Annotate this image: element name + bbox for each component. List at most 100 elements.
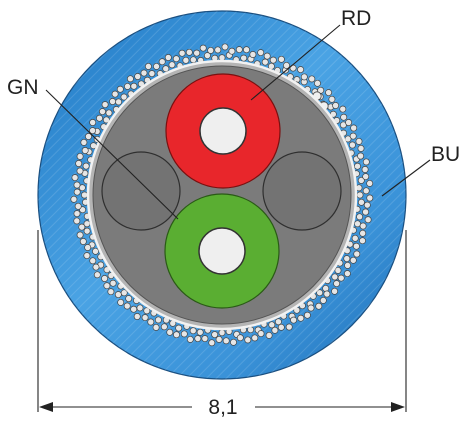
shield-wire xyxy=(357,144,365,152)
gn-leader-line xyxy=(45,89,179,220)
label-diameter: 8,1 xyxy=(208,396,237,419)
shield-wire xyxy=(269,56,277,64)
shield-wire xyxy=(116,85,124,93)
shield-wire xyxy=(308,75,316,83)
shield-wire xyxy=(147,318,155,326)
red-conductor-core xyxy=(199,107,247,155)
shield-wire xyxy=(120,93,128,101)
shield-wire xyxy=(79,238,87,245)
dimension-arrow-right xyxy=(391,402,405,412)
shield-wire xyxy=(362,208,370,216)
shield-wire xyxy=(364,216,372,224)
shield-wire xyxy=(194,335,202,343)
shield-wire xyxy=(214,46,222,54)
shield-wire xyxy=(344,261,352,269)
shield-wire xyxy=(325,89,333,97)
shield-wire xyxy=(73,210,81,218)
shield-wire xyxy=(349,256,357,264)
shield-wire xyxy=(323,290,331,298)
shield-wire xyxy=(211,331,219,339)
shield-wire xyxy=(359,222,367,230)
shield-wire xyxy=(215,335,223,343)
shield-wire xyxy=(168,61,176,69)
shield-wire xyxy=(257,330,265,338)
shield-wire xyxy=(126,75,134,83)
shield-wire xyxy=(101,101,109,109)
shield-wire xyxy=(339,105,347,113)
shield-wire xyxy=(366,194,374,202)
shield-wire xyxy=(235,46,243,54)
shield-wire xyxy=(334,266,342,274)
shield-wire xyxy=(85,133,92,140)
shield-wire xyxy=(143,307,151,315)
shield-wire xyxy=(73,217,81,225)
shield-wire xyxy=(345,119,353,126)
shield-wire xyxy=(240,54,248,62)
shield-wire xyxy=(80,138,88,146)
shield-wire xyxy=(221,43,229,51)
shield-wire xyxy=(140,69,148,77)
shield-wire xyxy=(243,46,250,54)
shield-wire xyxy=(101,275,109,282)
shield-wire xyxy=(81,147,89,154)
shield-wire xyxy=(228,47,236,55)
shield-wire xyxy=(222,337,230,345)
shield-wire xyxy=(274,318,282,326)
shield-wire xyxy=(303,311,311,319)
shield-wire xyxy=(249,51,257,58)
shield-wire xyxy=(362,187,370,195)
shield-wire xyxy=(199,44,207,52)
shield-wire xyxy=(99,108,106,116)
shield-wire xyxy=(236,334,244,342)
shield-wire xyxy=(315,302,323,310)
shield-wire xyxy=(277,55,285,63)
shield-wire xyxy=(261,58,269,66)
shield-wire xyxy=(178,49,186,57)
shield-wire xyxy=(182,56,190,64)
shield-wire xyxy=(363,201,371,209)
shield-wire xyxy=(186,335,194,343)
shield-wire xyxy=(160,323,168,331)
shield-wire xyxy=(125,295,133,303)
shield-wire xyxy=(175,324,183,332)
shield-wire xyxy=(356,191,364,199)
shield-wire xyxy=(136,304,144,312)
shield-wire xyxy=(96,114,103,122)
shield-wire xyxy=(74,202,82,210)
shield-wire xyxy=(333,280,341,288)
shield-wire xyxy=(357,176,365,184)
shield-wire xyxy=(218,329,226,337)
shield-wire xyxy=(124,82,131,90)
shield-wire xyxy=(354,162,361,170)
shield-wire xyxy=(76,231,84,239)
shield-wire xyxy=(189,327,197,335)
shield-wire xyxy=(201,335,209,343)
shield-wire xyxy=(70,195,78,203)
shield-wire xyxy=(92,263,100,271)
shield-wire xyxy=(349,132,357,140)
shield-wire xyxy=(73,181,81,189)
shield-wire xyxy=(285,323,293,331)
shield-wire xyxy=(71,174,79,182)
shield-wire xyxy=(89,119,97,126)
shield-wire xyxy=(102,116,110,124)
shield-wire xyxy=(343,255,351,263)
shield-wire xyxy=(207,46,215,54)
shield-wire xyxy=(193,49,201,57)
shield-wire xyxy=(166,328,174,336)
filler-left xyxy=(101,151,181,231)
shield-wire xyxy=(107,288,115,296)
rd-leader-line xyxy=(250,24,341,101)
shield-wire xyxy=(134,73,142,80)
shield-wire xyxy=(115,98,123,106)
shield-wire xyxy=(356,213,364,221)
shield-wire xyxy=(152,323,160,331)
shield-wire xyxy=(83,252,91,260)
shield-wire xyxy=(244,336,252,344)
shield-wire xyxy=(109,98,117,105)
shield-wire xyxy=(337,274,345,282)
shield-wire xyxy=(263,52,271,60)
shield-wire xyxy=(350,124,358,132)
shield-wire xyxy=(348,141,356,149)
shield-wire xyxy=(359,229,367,237)
